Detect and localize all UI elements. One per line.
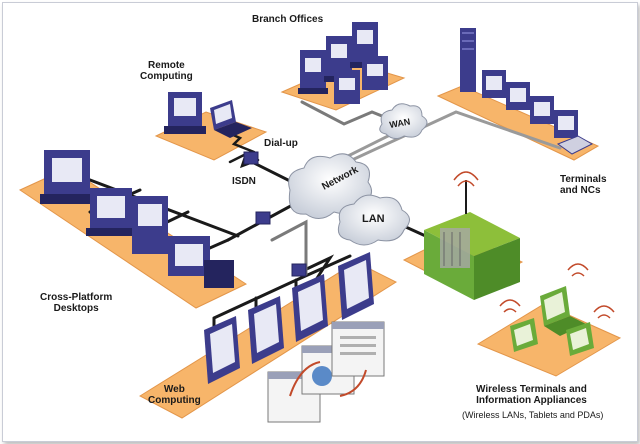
router-web bbox=[291, 263, 307, 277]
wireless-server bbox=[424, 171, 520, 300]
remote-computers bbox=[164, 92, 252, 138]
label-wireless-terminals: Wireless Terminals and Information Appli… bbox=[476, 384, 587, 406]
label-branch-offices: Branch Offices bbox=[252, 14, 324, 25]
wireless-devices bbox=[499, 263, 615, 356]
router-isdn bbox=[243, 151, 259, 165]
router-lan bbox=[255, 211, 271, 225]
cable-lan-to-web bbox=[270, 219, 308, 276]
label-dial-up: Dial-up bbox=[264, 138, 298, 149]
label-remote-computing: Remote Computing bbox=[140, 60, 193, 82]
branch-office-computers bbox=[298, 22, 388, 104]
label-cross-platform-desktops: Cross-Platform Desktops bbox=[40, 292, 113, 314]
label-wireless-subtitle: (Wireless LANs, Tablets and PDAs) bbox=[462, 410, 604, 420]
lan-cloud bbox=[337, 194, 410, 246]
label-terminals-ncs: Terminals and NCs bbox=[560, 174, 607, 196]
cable-to-terminals bbox=[350, 110, 562, 162]
wan-cloud-label: WAN bbox=[389, 116, 411, 129]
network-cloud bbox=[288, 153, 373, 219]
web-computing-displays bbox=[204, 252, 385, 423]
label-isdn: ISDN bbox=[232, 176, 256, 187]
wan-cloud bbox=[379, 103, 428, 140]
platform-wireless bbox=[476, 303, 622, 377]
lan-cloud-label: LAN bbox=[362, 213, 385, 225]
routers bbox=[243, 151, 307, 277]
label-web-computing: Web Computing bbox=[148, 384, 201, 406]
terminal-devices bbox=[460, 28, 594, 155]
cross-platform-computers bbox=[40, 150, 234, 288]
web-app-windows bbox=[267, 321, 385, 423]
